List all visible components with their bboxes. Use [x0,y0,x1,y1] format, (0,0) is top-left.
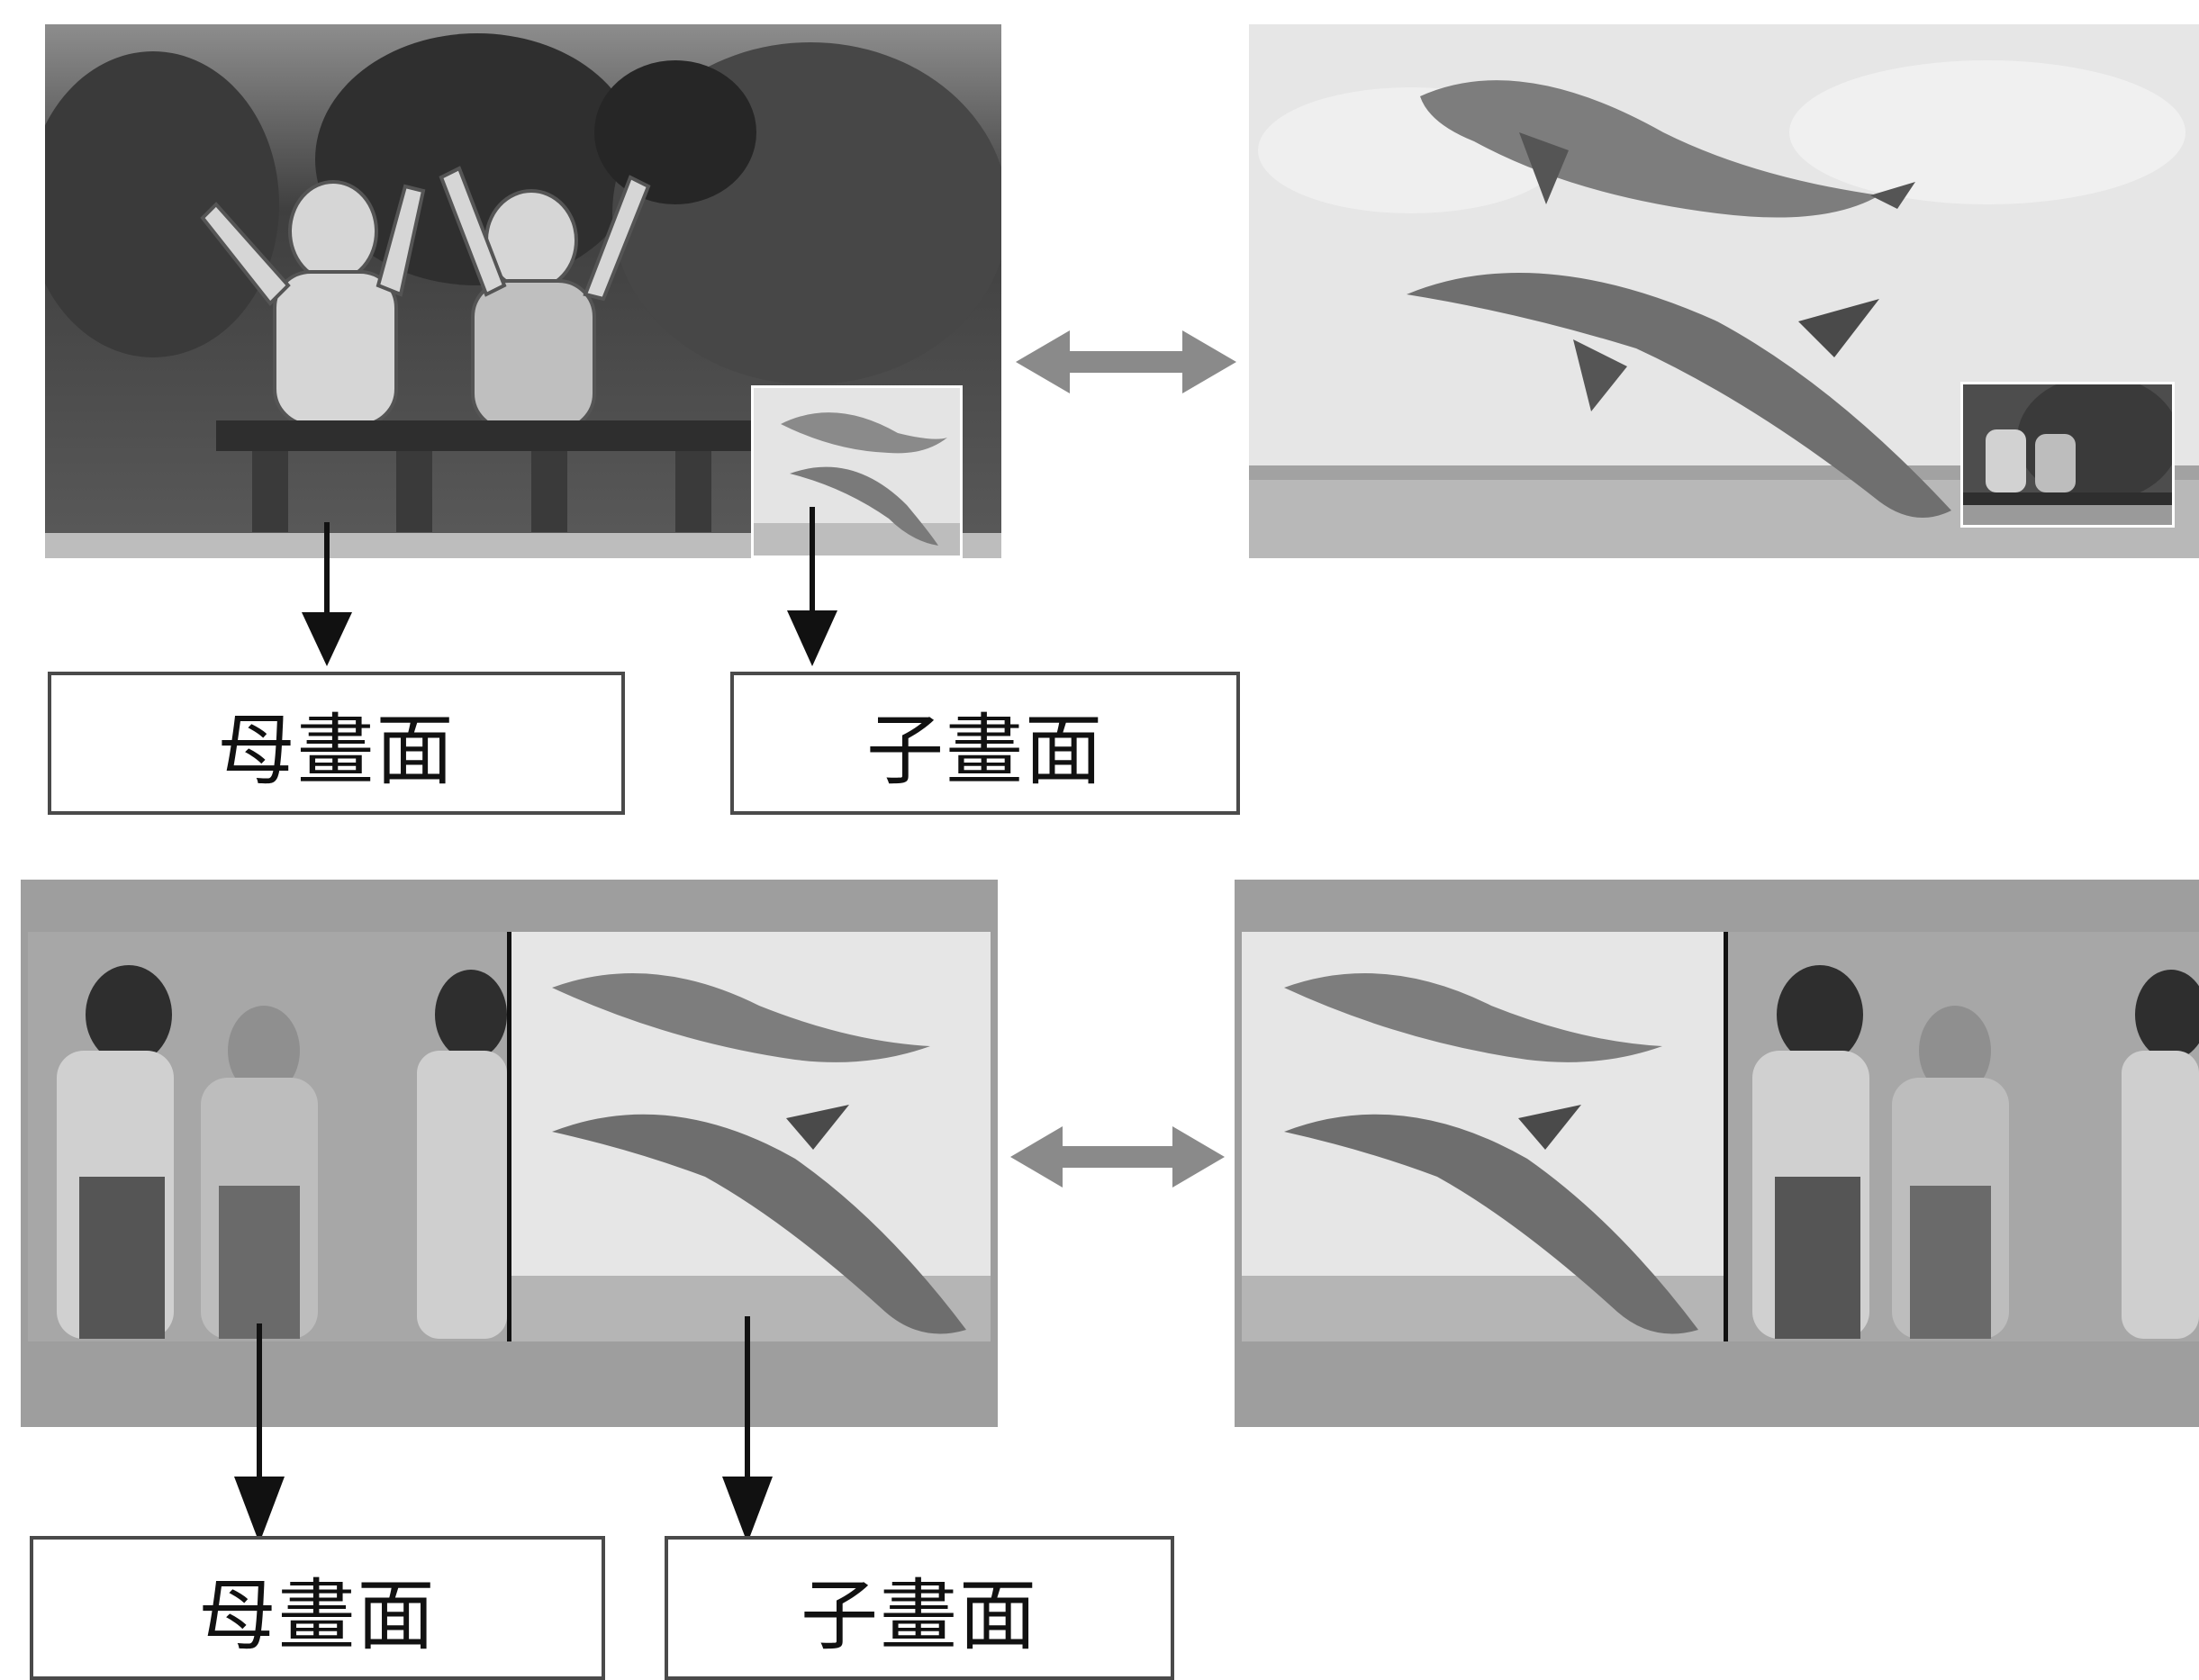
sub-picture-label: 子畫面 [665,1536,1174,1680]
down-arrow-icon [234,1323,285,1543]
split-screen-kids-left [21,880,998,1427]
double-arrow-swap-icon [1016,330,1236,393]
double-arrow-swap-icon [1010,1126,1225,1188]
pip-main-screen-dolphins [1249,24,2199,558]
split-screen-dolphins-left [1235,880,2199,1427]
main-picture-label: 母畫面 [48,672,625,815]
down-arrow-icon [787,507,837,666]
pip-main-screen-kids [45,24,1001,558]
pip-inset-kids [1960,382,2175,528]
down-arrow-icon [302,522,352,666]
pip-inset-dolphins [751,385,963,558]
down-arrow-icon [722,1316,773,1543]
main-picture-label: 母畫面 [30,1536,605,1680]
sub-picture-label: 子畫面 [730,672,1240,815]
